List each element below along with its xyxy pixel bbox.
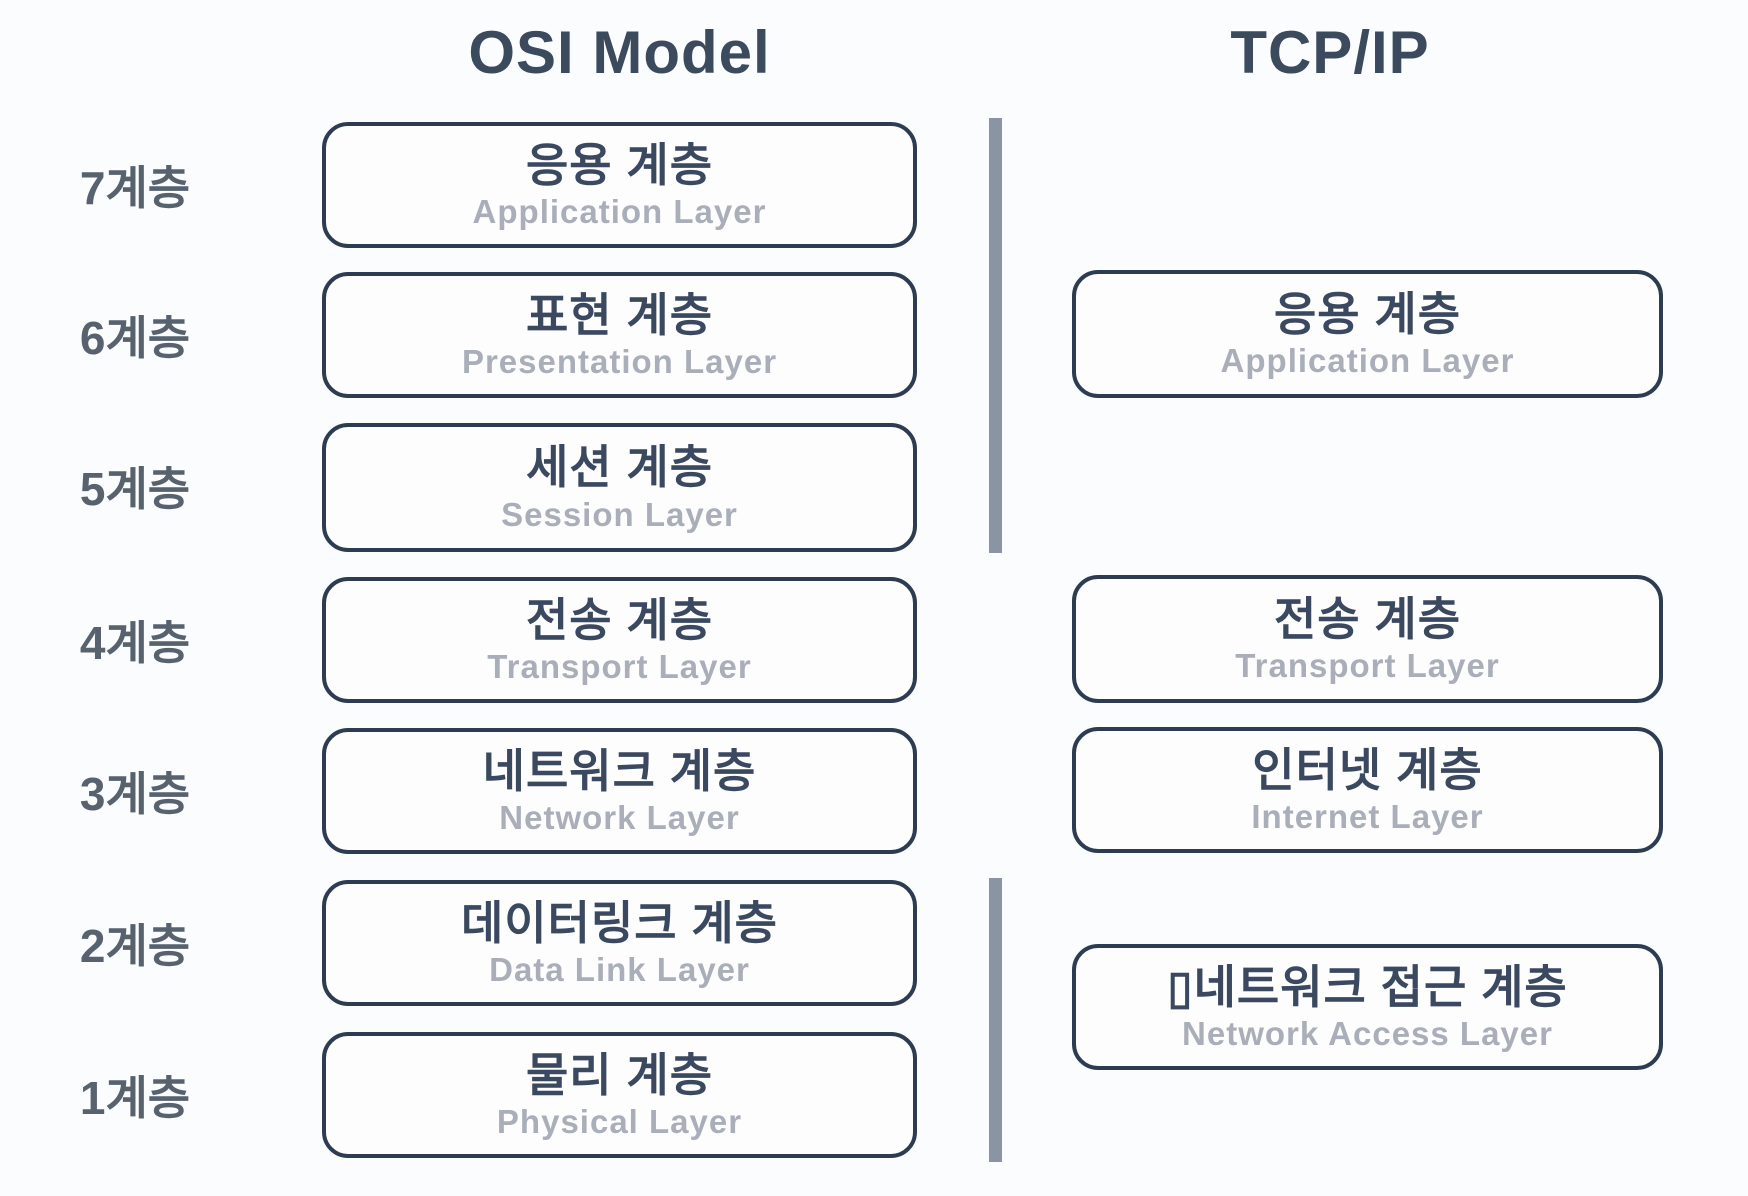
layer-subtitle-en: Internet Layer <box>1251 798 1484 836</box>
layer-title-ko: 네트워크 계층 <box>482 744 757 797</box>
layer-title-ko: 전송 계층 <box>525 593 714 646</box>
tcpip-layer-box-internet: 인터넷 계층 Internet Layer <box>1072 727 1663 853</box>
tcpip-column-title: TCP/IP <box>1230 19 1430 86</box>
layer-subtitle-en: Transport Layer <box>1235 647 1500 685</box>
layer-title-ko: ▯네트워크 접근 계층 <box>1167 960 1568 1013</box>
layer-title-ko: 전송 계층 <box>1273 592 1462 645</box>
layer-level-label-5: 5계층 <box>79 463 191 515</box>
tcpip-layer-box-application: 응용 계층 Application Layer <box>1072 270 1663 398</box>
layer-title-ko: 물리 계층 <box>525 1048 714 1101</box>
tcpip-layer-box-transport: 전송 계층 Transport Layer <box>1072 575 1663 703</box>
osi-layer-box-presentation: 표현 계층 Presentation Layer <box>322 272 917 398</box>
osi-column-title: OSI Model <box>468 19 771 86</box>
layer-title-ko: 세션 계층 <box>525 441 714 494</box>
layer-subtitle-en: Application Layer <box>472 193 767 231</box>
layer-subtitle-en: Presentation Layer <box>461 343 778 381</box>
layer-subtitle-en: Session Layer <box>501 495 738 533</box>
osi-layer-box-network: 네트워크 계층 Network Layer <box>322 728 917 854</box>
osi-layer-box-application: 응용 계층 Application Layer <box>322 122 917 248</box>
layer-title-ko: 응용 계층 <box>1273 287 1462 340</box>
divider-bar-top <box>989 118 1002 553</box>
layer-title-ko: 인터넷 계층 <box>1252 743 1483 796</box>
tcpip-layer-box-network-access: ▯네트워크 접근 계층 Network Access Layer <box>1072 944 1663 1070</box>
layer-level-label-1: 1계층 <box>79 1072 191 1124</box>
layer-subtitle-en: Application Layer <box>1220 342 1515 380</box>
layer-level-label-4: 4계층 <box>79 617 191 669</box>
layer-level-label-3: 3계층 <box>79 768 191 820</box>
layer-level-label-7: 7계층 <box>79 162 191 214</box>
layer-level-label-2: 2계층 <box>79 920 191 972</box>
layer-level-label-6: 6계층 <box>79 312 191 364</box>
layer-title-ko: 데이터링크 계층 <box>460 896 779 949</box>
osi-layer-box-datalink: 데이터링크 계층 Data Link Layer <box>322 880 917 1006</box>
osi-layer-box-session: 세션 계층 Session Layer <box>322 423 917 552</box>
osi-layer-box-transport: 전송 계층 Transport Layer <box>322 577 917 703</box>
osi-layer-box-physical: 물리 계층 Physical Layer <box>322 1032 917 1158</box>
divider-bar-bottom <box>989 878 1002 1162</box>
layer-title-ko: 표현 계층 <box>525 288 714 341</box>
layer-title-ko: 응용 계층 <box>525 138 714 191</box>
layer-subtitle-en: Network Access Layer <box>1182 1015 1553 1053</box>
layer-subtitle-en: Transport Layer <box>487 648 752 686</box>
layer-subtitle-en: Physical Layer <box>496 1103 743 1141</box>
layer-subtitle-en: Network Layer <box>499 799 740 837</box>
layer-subtitle-en: Data Link Layer <box>489 951 750 989</box>
